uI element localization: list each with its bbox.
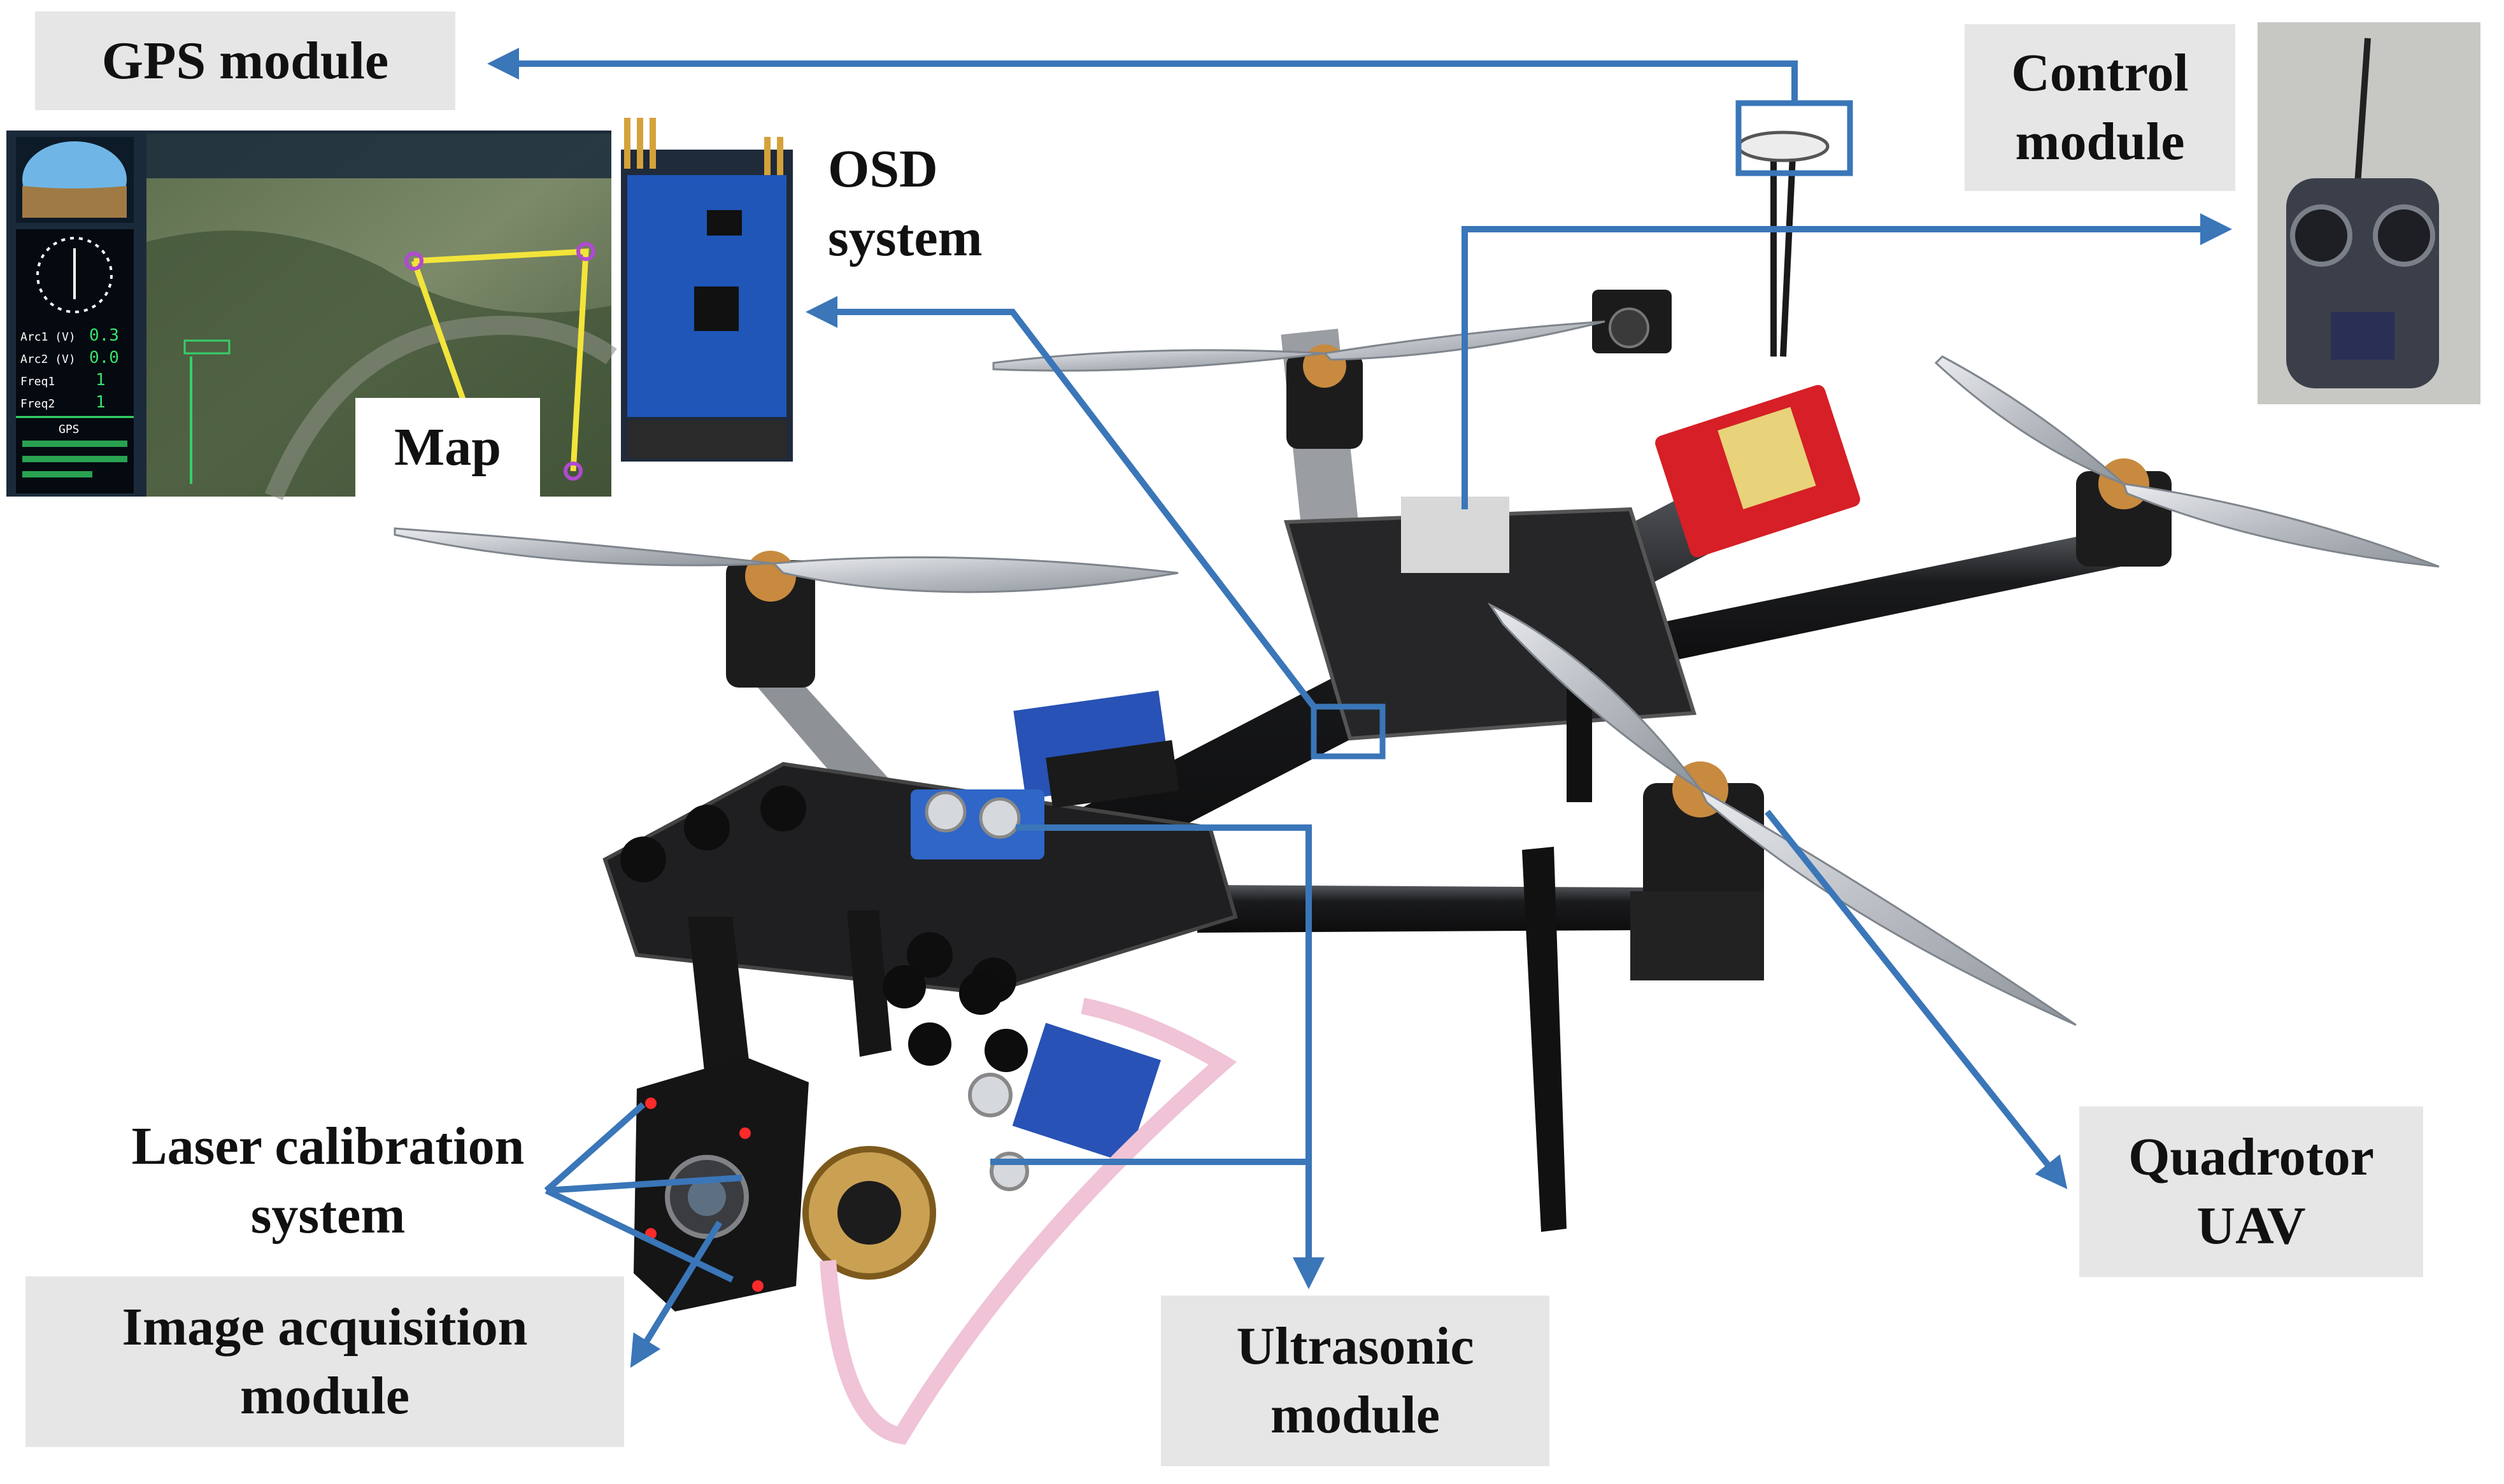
control-module-label: Control module [1965,24,2235,191]
osd-system-text-1: OSD [828,139,938,199]
ultrasonic-module-text-1: Ultrasonic [1236,1317,1474,1376]
readout-value-3: 1 [96,393,106,412]
image-acquisition-label: Image acquisition module [25,1276,624,1447]
map-label: Map [355,398,540,497]
image-arrow [630,1220,723,1368]
quadrotor-uav-text-2: UAV [2196,1196,2306,1255]
readout-name-0: Arc1 (V) [20,330,76,344]
map-screenshot [6,131,617,500]
ultrasonic-module-text-2: module [1270,1385,1441,1445]
quadrotor-arrow [1765,809,2068,1189]
laser-line-2 [546,1175,743,1194]
readout-value-2: 1 [96,371,106,390]
osd-readouts: Arc1 (V) 0.3 Arc2 (V) 0.0 Freq1 1 Freq2 … [16,326,134,477]
quadrotor-uav-label: Quadrotor UAV [2079,1106,2423,1277]
quadrotor-uav-text-1: Quadrotor [2128,1127,2374,1187]
laser-calibration-text-1: Laser calibration [131,1117,525,1176]
image-acquisition-text-1: Image acquisition [122,1297,528,1357]
flight-controller-icon [1401,497,1509,573]
osd-highlight-box [1311,703,1386,760]
laser-led-icons [645,1098,764,1292]
gps-arrow [487,48,1798,103]
laser-line-1 [544,1102,646,1193]
gps-module-text: GPS module [101,31,389,90]
remote-controller [2258,22,2480,404]
readout-name-1: Arc2 (V) [20,353,76,366]
control-arrow [1462,213,2232,509]
callout-arrows [487,48,2232,1368]
control-module-text-1: Control [2011,43,2189,102]
laser-line-3 [544,1187,734,1283]
readout-value-0: 0.3 [89,326,119,345]
ultrasonic-arrow-main [1016,824,1325,1289]
osd-board [621,118,793,462]
readout-name-2: Freq1 [20,375,55,388]
map-text: Map [394,417,501,477]
image-acquisition-text-2: module [239,1366,410,1425]
osd-system-label: OSD system [828,127,1038,280]
osd-arrow [806,296,1316,709]
osd-system-text-2: system [828,208,983,267]
control-module-text-2: module [2015,112,2185,171]
readout-value-1: 0.0 [89,348,119,367]
laser-calibration-text-2: system [250,1185,406,1245]
laser-calibration-label: Laser calibration system [96,1105,560,1257]
gps-panel-title: GPS [59,423,80,436]
gps-module-label: GPS module [35,11,455,110]
ultrasonic-module-label: Ultrasonic module [1161,1296,1549,1466]
readout-name-3: Freq2 [20,397,55,411]
